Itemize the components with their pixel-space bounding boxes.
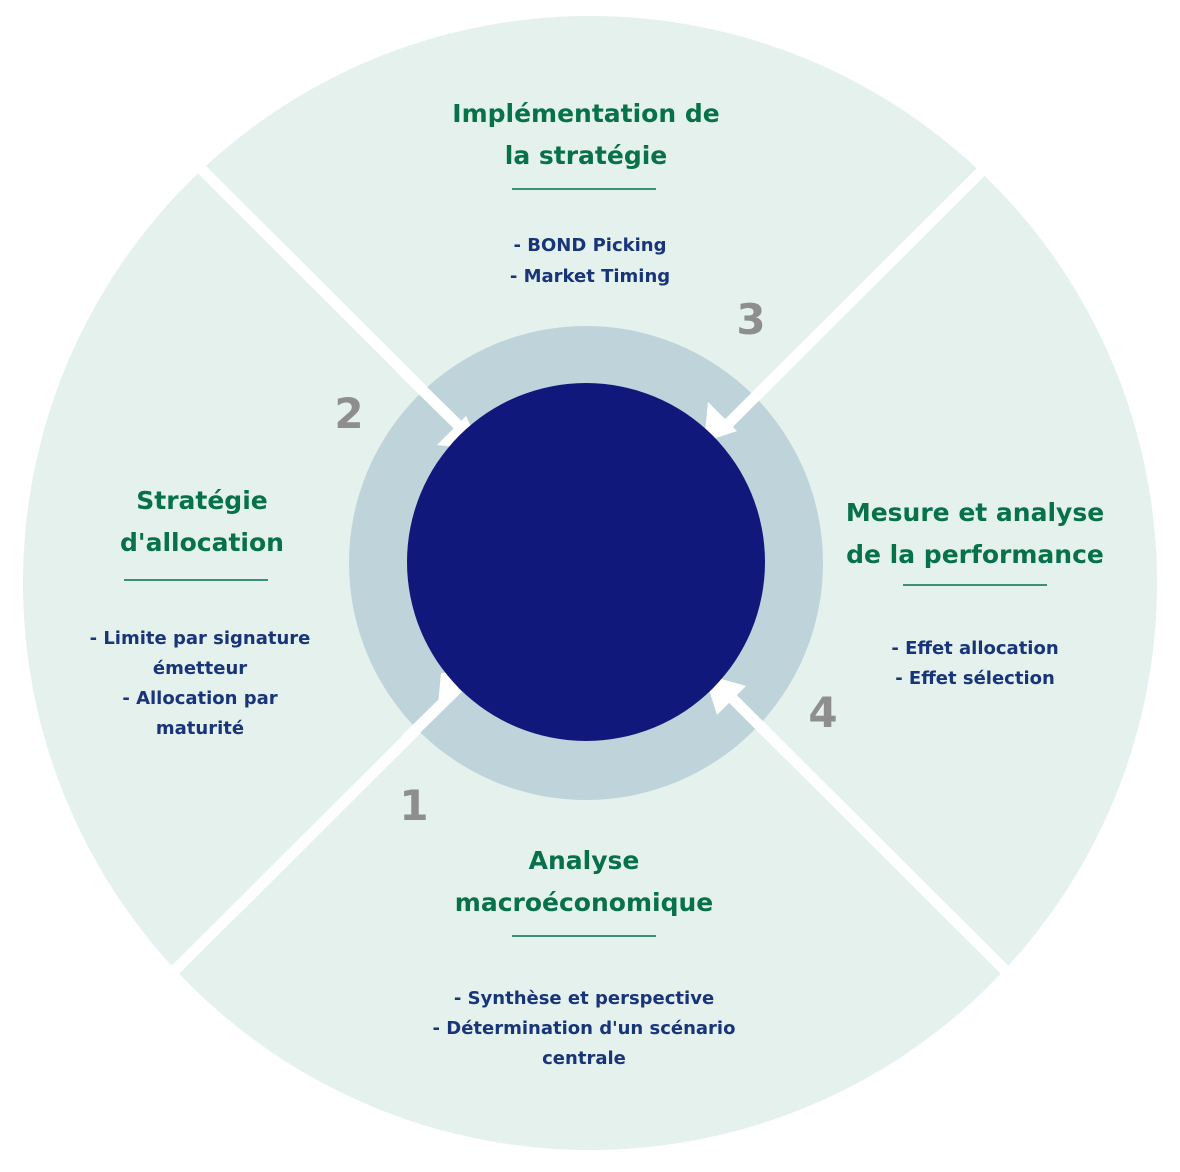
quadrant-left-item-2: émetteur (153, 658, 247, 679)
quadrant-left-title-line-1: Stratégie (136, 486, 267, 515)
quadrant-right: Mesure et analyse de la performance - Ef… (846, 498, 1104, 689)
quadrant-bottom-item-3: centrale (542, 1048, 626, 1069)
step-number-3: 3 (736, 295, 765, 344)
quadrant-bottom-title-line-1: Analyse (529, 846, 640, 875)
quadrant-top-item-2: - Market Timing (510, 266, 670, 287)
quadrant-bottom: Analyse macroéconomique - Synthèse et pe… (433, 846, 736, 1069)
quadrant-right-item-1: - Effet allocation (891, 638, 1058, 659)
quadrant-bottom-item-1: - Synthèse et perspective (454, 988, 714, 1009)
step-number-4: 4 (808, 688, 837, 737)
quadrant-left: Stratégie d'allocation - Limite par sign… (90, 486, 311, 739)
quadrant-top-item-1: - BOND Picking (514, 235, 667, 256)
center-circle (407, 383, 765, 741)
quadrant-top-title-line-1: Implémentation de (452, 99, 719, 128)
quadrant-left-item-1: - Limite par signature (90, 628, 311, 649)
quadrant-top-title-line-2: la stratégie (505, 141, 668, 170)
quadrant-bottom-title-line-2: macroéconomique (455, 888, 713, 917)
quadrant-left-item-3: - Allocation par (122, 688, 277, 709)
quadrant-top: Implémentation de la stratégie - BOND Pi… (452, 99, 719, 287)
arrow-head-top-right (704, 402, 737, 442)
quadrant-left-item-4: maturité (156, 718, 244, 739)
quadrant-left-title-line-2: d'allocation (120, 528, 284, 557)
step-number-1: 1 (399, 781, 428, 830)
quadrant-bottom-item-2: - Détermination d'un scénario (433, 1018, 736, 1039)
step-number-2: 2 (334, 389, 363, 438)
quadrant-right-item-2: - Effet sélection (895, 668, 1055, 689)
quadrant-right-title-line-1: Mesure et analyse (846, 498, 1104, 527)
quadrant-right-title-line-2: de la performance (846, 540, 1104, 569)
